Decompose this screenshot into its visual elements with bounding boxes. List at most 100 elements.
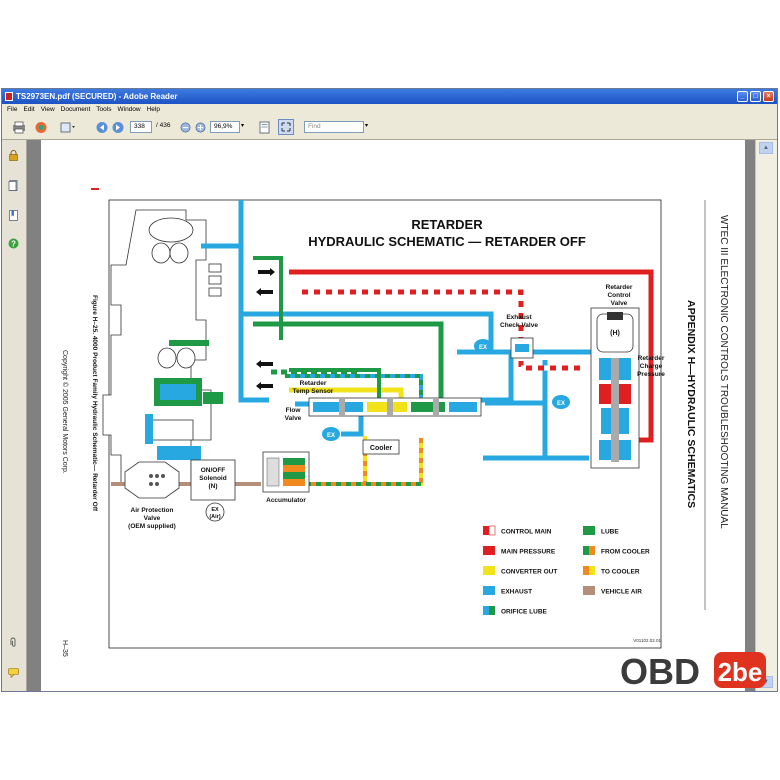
flow-valve xyxy=(308,397,482,417)
accumulator-label: Accumulator xyxy=(266,497,306,504)
print-icon[interactable] xyxy=(12,121,26,134)
attachments-icon[interactable] xyxy=(8,637,19,648)
control-main-dash xyxy=(296,289,581,371)
find-dropdown-icon[interactable]: ▾ xyxy=(365,123,369,129)
maximize-button[interactable]: □ xyxy=(750,91,761,102)
page-mark xyxy=(91,188,99,190)
select-tool-icon[interactable] xyxy=(60,121,76,134)
page-number-input[interactable]: 338 xyxy=(130,121,152,133)
minimize-button[interactable]: _ xyxy=(737,91,748,102)
svg-text:EX: EX xyxy=(327,433,335,439)
logo-text-obd: OBD xyxy=(620,651,700,692)
ex-air-label-2: (Air) xyxy=(209,514,220,520)
svg-text:CONTROL MAIN: CONTROL MAIN xyxy=(501,529,552,536)
svg-text:CONVERTER OUT: CONVERTER OUT xyxy=(501,569,557,576)
exhaust-ex-line xyxy=(341,410,364,437)
pages-icon[interactable] xyxy=(8,180,19,191)
hydraulic-schematic: RETARDER HYDRAULIC SCHEMATIC — RETARDER … xyxy=(61,199,729,657)
h-mark: (H) xyxy=(610,330,620,337)
exhaust-check-valve-fill xyxy=(515,344,529,352)
logo-badge xyxy=(714,652,766,688)
control-valve-label-3: Valve xyxy=(611,300,628,307)
svg-text:LUBE: LUBE xyxy=(601,529,619,536)
comments-icon[interactable] xyxy=(8,667,19,678)
zoom-dropdown-icon[interactable]: ▾ xyxy=(241,123,245,129)
legend-control-main: CONTROL MAIN xyxy=(483,525,552,536)
copyright-text: Copyright © 2005 General Motors Corp. xyxy=(61,350,69,474)
legend-orifice-lube: ORIFICE LUBE xyxy=(483,606,548,616)
control-valve-label-2: Control xyxy=(607,292,630,299)
lube-line-a xyxy=(253,256,283,340)
logo-text-2be: 2be xyxy=(718,657,763,687)
solenoid-label-2: Solenoid xyxy=(199,475,226,482)
ex-badge-3: EX xyxy=(552,395,570,409)
exhaust-check-label-2: Check Valve xyxy=(500,322,538,329)
lock-icon[interactable] xyxy=(8,150,19,161)
on-off-solenoid xyxy=(190,459,236,501)
flow-valve-label-1: Flow xyxy=(286,407,302,414)
menu-edit[interactable]: Edit xyxy=(23,106,35,113)
legend: CONTROL MAIN LUBE MAIN PRESSURE FROM COO… xyxy=(483,525,650,616)
zoom-in-icon[interactable] xyxy=(195,121,206,134)
fit-page-icon[interactable] xyxy=(258,121,271,134)
document-viewport[interactable]: RETARDER HYDRAULIC SCHEMATIC — RETARDER … xyxy=(27,140,755,691)
appendix-heading: APPENDIX H—HYDRAULIC SCHEMATICS xyxy=(685,300,697,508)
menu-view[interactable]: View xyxy=(40,106,55,113)
flow-valve-label-2: Valve xyxy=(285,415,302,422)
svg-text:MAIN PRESSURE: MAIN PRESSURE xyxy=(501,549,556,556)
exhaust-check-label-1: Exhaust xyxy=(506,314,532,321)
legend-main-pressure: MAIN PRESSURE xyxy=(483,546,556,556)
accumulator xyxy=(262,451,310,493)
svg-text:?: ? xyxy=(11,239,16,248)
charge-label-2: Charge xyxy=(640,363,663,370)
air-protection-valve xyxy=(124,461,180,499)
hydraulic-lines xyxy=(111,200,654,486)
full-screen-icon[interactable] xyxy=(278,119,294,135)
charge-label-1: Retarder xyxy=(638,355,665,362)
adobe-reader-window: TS2973EN.pdf (SECURED) - Adobe Reader _ … xyxy=(1,88,778,692)
menu-document[interactable]: Document xyxy=(60,106,91,113)
menu-tools[interactable]: Tools xyxy=(96,106,112,113)
exhaust-line-g xyxy=(542,376,589,461)
ex-air-label-1: EX xyxy=(211,507,219,513)
help-icon[interactable]: ? xyxy=(8,238,19,249)
ex-air-circle xyxy=(205,502,225,522)
temp-sensor-label-2: Temp Sensor xyxy=(293,388,334,395)
collaborate-icon[interactable] xyxy=(34,121,48,134)
vertical-scrollbar[interactable]: ▲ ▼ xyxy=(755,140,777,691)
bookmarks-icon[interactable] xyxy=(8,210,19,221)
solenoid-label-3: (N) xyxy=(208,483,217,490)
retarder-control-valve xyxy=(590,307,640,469)
next-page-icon[interactable] xyxy=(112,121,124,134)
menu-help[interactable]: Help xyxy=(146,106,160,113)
exhaust-line-e xyxy=(481,353,514,403)
legend-vehicle-air: VEHICLE AIR xyxy=(583,586,642,596)
legend-to-cooler: TO COOLER xyxy=(583,566,640,576)
figure-caption: Figure H–25. 4000 Product Family Hydraul… xyxy=(91,295,98,512)
close-button[interactable]: × xyxy=(763,91,774,102)
previous-page-icon[interactable] xyxy=(96,121,108,134)
exhaust-line-c xyxy=(241,311,601,355)
main-pressure-line xyxy=(289,269,654,443)
charge-label-3: Pressure xyxy=(637,371,665,378)
solenoid-label-1: ON/OFF xyxy=(201,467,226,474)
legend-from-cooler: FROM COOLER xyxy=(583,546,650,556)
scroll-up-arrow[interactable]: ▲ xyxy=(759,142,773,154)
to-cooler-dash xyxy=(363,436,423,486)
menu-window[interactable]: Window xyxy=(117,106,141,113)
svg-text:EXHAUST: EXHAUST xyxy=(501,589,532,596)
title-bar[interactable]: TS2973EN.pdf (SECURED) - Adobe Reader _ … xyxy=(2,89,777,104)
air-protection-label-3: (OEM supplied) xyxy=(128,523,176,530)
zoom-level-input[interactable]: 96,9% xyxy=(210,121,240,133)
svg-text:EX: EX xyxy=(479,345,487,351)
transmission-housing xyxy=(102,209,222,486)
menu-file[interactable]: File xyxy=(7,106,18,113)
manual-header: WTEC III ELECTRONIC CONTROLS TROUBLESHOO… xyxy=(718,215,729,529)
svg-text:EX: EX xyxy=(557,401,565,407)
cooler-box xyxy=(362,439,400,455)
lube-line-c xyxy=(289,368,381,410)
schematic-subtitle: HYDRAULIC SCHEMATIC — RETARDER OFF xyxy=(308,234,586,249)
zoom-out-icon[interactable] xyxy=(180,121,191,134)
find-input[interactable]: Find xyxy=(304,121,364,133)
figure-ref-code: V01102.02.01 xyxy=(633,638,661,643)
